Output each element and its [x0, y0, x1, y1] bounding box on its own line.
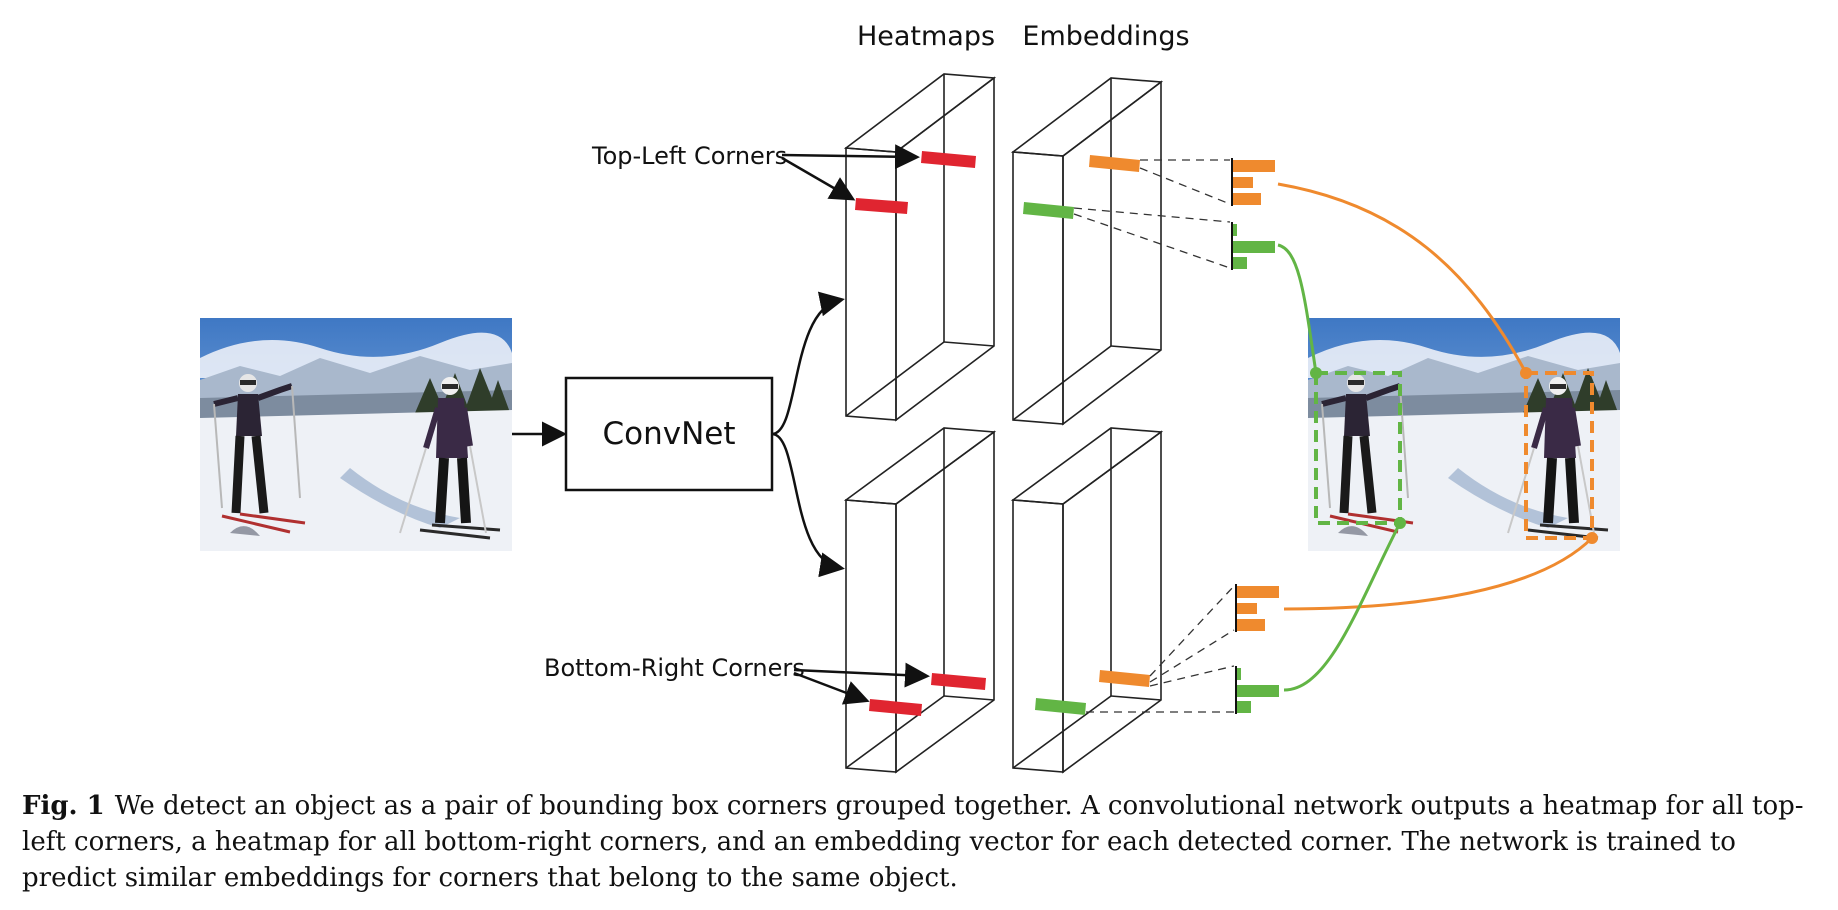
bottom-right-corners-label: Bottom-Right Corners [544, 654, 805, 682]
embedding-bottom-right-volume [1010, 427, 1164, 774]
bottom-right-arrow-2 [793, 671, 870, 705]
bottom-right-arrow-1 [793, 662, 930, 688]
convnet-label: ConvNet [602, 416, 735, 452]
heatmap-mark-top-2 [855, 198, 908, 214]
heatmaps-header: Heatmaps [857, 21, 995, 52]
green-bounding-box [1314, 371, 1402, 525]
heatmap-mark-top-1 [921, 151, 976, 168]
orange-curve-top [1277, 182, 1528, 374]
embedding-top-left-volume [1010, 77, 1164, 426]
top-left-arrow-2 [781, 156, 856, 201]
embedding-mark-orange-bottom [1099, 670, 1150, 687]
branch-arrow-bottom [771, 432, 845, 578]
embedding-vector-orange-bottom [1235, 584, 1279, 632]
embedding-vector-green-bottom [1235, 666, 1279, 714]
embeddings-header: Embeddings [1022, 21, 1189, 52]
green-curve-bottom [1283, 522, 1402, 692]
top-left-arrow-1 [781, 144, 920, 170]
heatmap-bottom-right-volume [843, 427, 997, 774]
green-curve-top [1277, 243, 1318, 374]
top-left-corners-label: Top-Left Corners [591, 142, 787, 170]
embedding-vector-green-top [1231, 222, 1275, 270]
projection-lines [1073, 159, 1235, 713]
orange-curve-bottom [1283, 536, 1594, 611]
heatmap-top-left-volume [843, 73, 997, 422]
embedding-mark-green-bottom [1035, 698, 1086, 715]
caption-text: We detect an object as a pair of boundin… [22, 791, 1804, 893]
branch-arrow-top [771, 291, 845, 436]
embedding-mark-orange-top [1089, 155, 1140, 172]
convnet-box: ConvNet [564, 376, 774, 492]
embedding-vector-orange-top [1231, 158, 1275, 206]
output-image [1308, 318, 1620, 551]
input-image [200, 318, 512, 551]
heatmap-mark-bottom-1 [931, 673, 986, 690]
figure-label: Fig. 1 [22, 791, 105, 821]
cornernet-figure: Heatmaps Embeddings ConvNet [0, 21, 1838, 774]
heatmap-mark-bottom-2 [869, 699, 922, 716]
embedding-mark-green-top [1023, 202, 1074, 219]
